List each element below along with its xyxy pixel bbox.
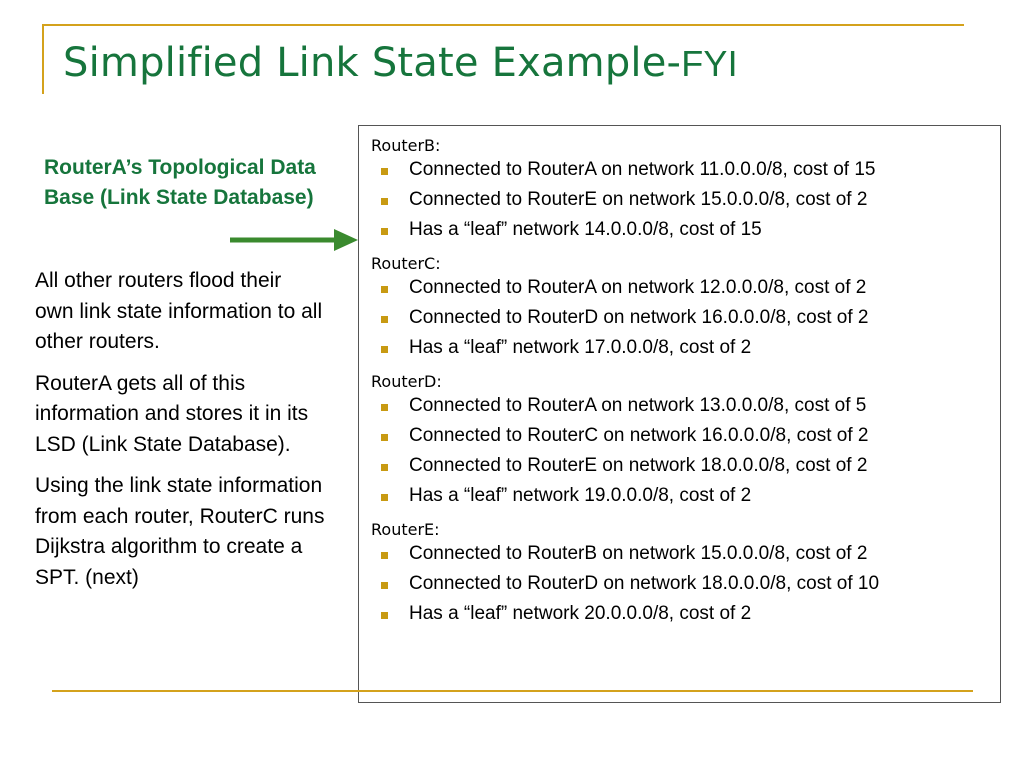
link-state-entry: Connected to RouterA on network 13.0.0.0…	[371, 396, 1000, 416]
explanation-text: All other routers flood their own link s…	[35, 266, 325, 604]
link-state-entry: Connected to RouterA on network 11.0.0.0…	[371, 160, 1000, 180]
router-section: RouterB: Connected to RouterA on network …	[371, 132, 1000, 240]
square-bullet-icon	[381, 552, 388, 559]
square-bullet-icon	[381, 582, 388, 589]
router-section: RouterE: Connected to RouterB on network …	[371, 516, 1000, 624]
router-entries: Connected to RouterA on network 12.0.0.0…	[371, 278, 1000, 358]
link-state-entry: Connected to RouterB on network 15.0.0.0…	[371, 544, 1000, 564]
router-entries: Connected to RouterA on network 11.0.0.0…	[371, 160, 1000, 240]
explanation-paragraph: All other routers flood their own link s…	[35, 269, 323, 353]
link-state-entry: Has a “leaf” network 17.0.0.0/8, cost of…	[371, 338, 1000, 358]
topological-database-heading: RouterA’s Topological Data Base (Link St…	[44, 156, 316, 209]
square-bullet-icon	[381, 494, 388, 501]
link-state-entry: Has a “leaf” network 14.0.0.0/8, cost of…	[371, 220, 1000, 240]
slide-title-suffix: FYI	[681, 43, 738, 84]
router-name: RouterC:	[371, 254, 441, 273]
link-state-entry-text: Connected to RouterD on network 16.0.0.0…	[409, 307, 869, 328]
square-bullet-icon	[381, 198, 388, 205]
link-state-entry: Has a “leaf” network 19.0.0.0/8, cost of…	[371, 486, 1000, 506]
link-state-entry-text: Has a “leaf” network 19.0.0.0/8, cost of…	[409, 485, 752, 506]
square-bullet-icon	[381, 464, 388, 471]
link-state-entry: Connected to RouterD on network 16.0.0.0…	[371, 308, 1000, 328]
link-state-entry-text: Connected to RouterB on network 15.0.0.0…	[409, 543, 868, 564]
link-state-entry-text: Connected to RouterA on network 13.0.0.0…	[409, 395, 867, 416]
router-list: RouterB: Connected to RouterA on network …	[359, 126, 1000, 624]
link-state-entry-text: Connected to RouterC on network 16.0.0.0…	[409, 425, 869, 446]
router-entries: Connected to RouterA on network 13.0.0.0…	[371, 396, 1000, 506]
left-accent-line	[42, 24, 44, 94]
square-bullet-icon	[381, 434, 388, 441]
square-bullet-icon	[381, 612, 388, 619]
square-bullet-icon	[381, 316, 388, 323]
square-bullet-icon	[381, 168, 388, 175]
router-name: RouterE:	[371, 520, 440, 539]
explanation-paragraph: Using the link state information from ea…	[35, 474, 325, 589]
square-bullet-icon	[381, 286, 388, 293]
square-bullet-icon	[381, 404, 388, 411]
router-entries: Connected to RouterB on network 15.0.0.0…	[371, 544, 1000, 624]
link-state-entry-text: Connected to RouterE on network 15.0.0.0…	[409, 189, 868, 210]
top-accent-line	[42, 24, 964, 26]
link-state-database-box: RouterB: Connected to RouterA on network …	[358, 125, 1001, 703]
router-name: RouterD:	[371, 372, 442, 391]
right-arrow-icon	[230, 229, 358, 251]
slide-title-main: Simplified Link State Example-	[63, 40, 682, 86]
link-state-entry-text: Has a “leaf” network 20.0.0.0/8, cost of…	[409, 603, 752, 624]
link-state-entry-text: Connected to RouterA on network 12.0.0.0…	[409, 277, 867, 298]
router-section: RouterC: Connected to RouterA on network …	[371, 250, 1000, 358]
square-bullet-icon	[381, 346, 388, 353]
link-state-entry: Connected to RouterA on network 12.0.0.0…	[371, 278, 1000, 298]
link-state-entry-text: Connected to RouterE on network 18.0.0.0…	[409, 455, 868, 476]
link-state-entry-text: Connected to RouterA on network 11.0.0.0…	[409, 159, 876, 180]
router-name: RouterB:	[371, 136, 441, 155]
link-state-entry-text: Has a “leaf” network 14.0.0.0/8, cost of…	[409, 219, 762, 240]
bottom-accent-line	[52, 690, 973, 692]
link-state-entry-text: Connected to RouterD on network 18.0.0.0…	[409, 573, 880, 594]
explanation-paragraph: RouterA gets all of this information and…	[35, 371, 309, 456]
link-state-entry: Connected to RouterE on network 18.0.0.0…	[371, 456, 1000, 476]
link-state-entry: Has a “leaf” network 20.0.0.0/8, cost of…	[371, 604, 1000, 624]
link-state-entry-text: Has a “leaf” network 17.0.0.0/8, cost of…	[409, 337, 752, 358]
link-state-entry: Connected to RouterE on network 15.0.0.0…	[371, 190, 1000, 210]
router-section: RouterD: Connected to RouterA on network …	[371, 368, 1000, 506]
square-bullet-icon	[381, 228, 388, 235]
slide-title: Simplified Link State Example-FYI	[63, 40, 738, 86]
link-state-entry: Connected to RouterD on network 18.0.0.0…	[371, 574, 1000, 594]
link-state-entry: Connected to RouterC on network 16.0.0.0…	[371, 426, 1000, 446]
